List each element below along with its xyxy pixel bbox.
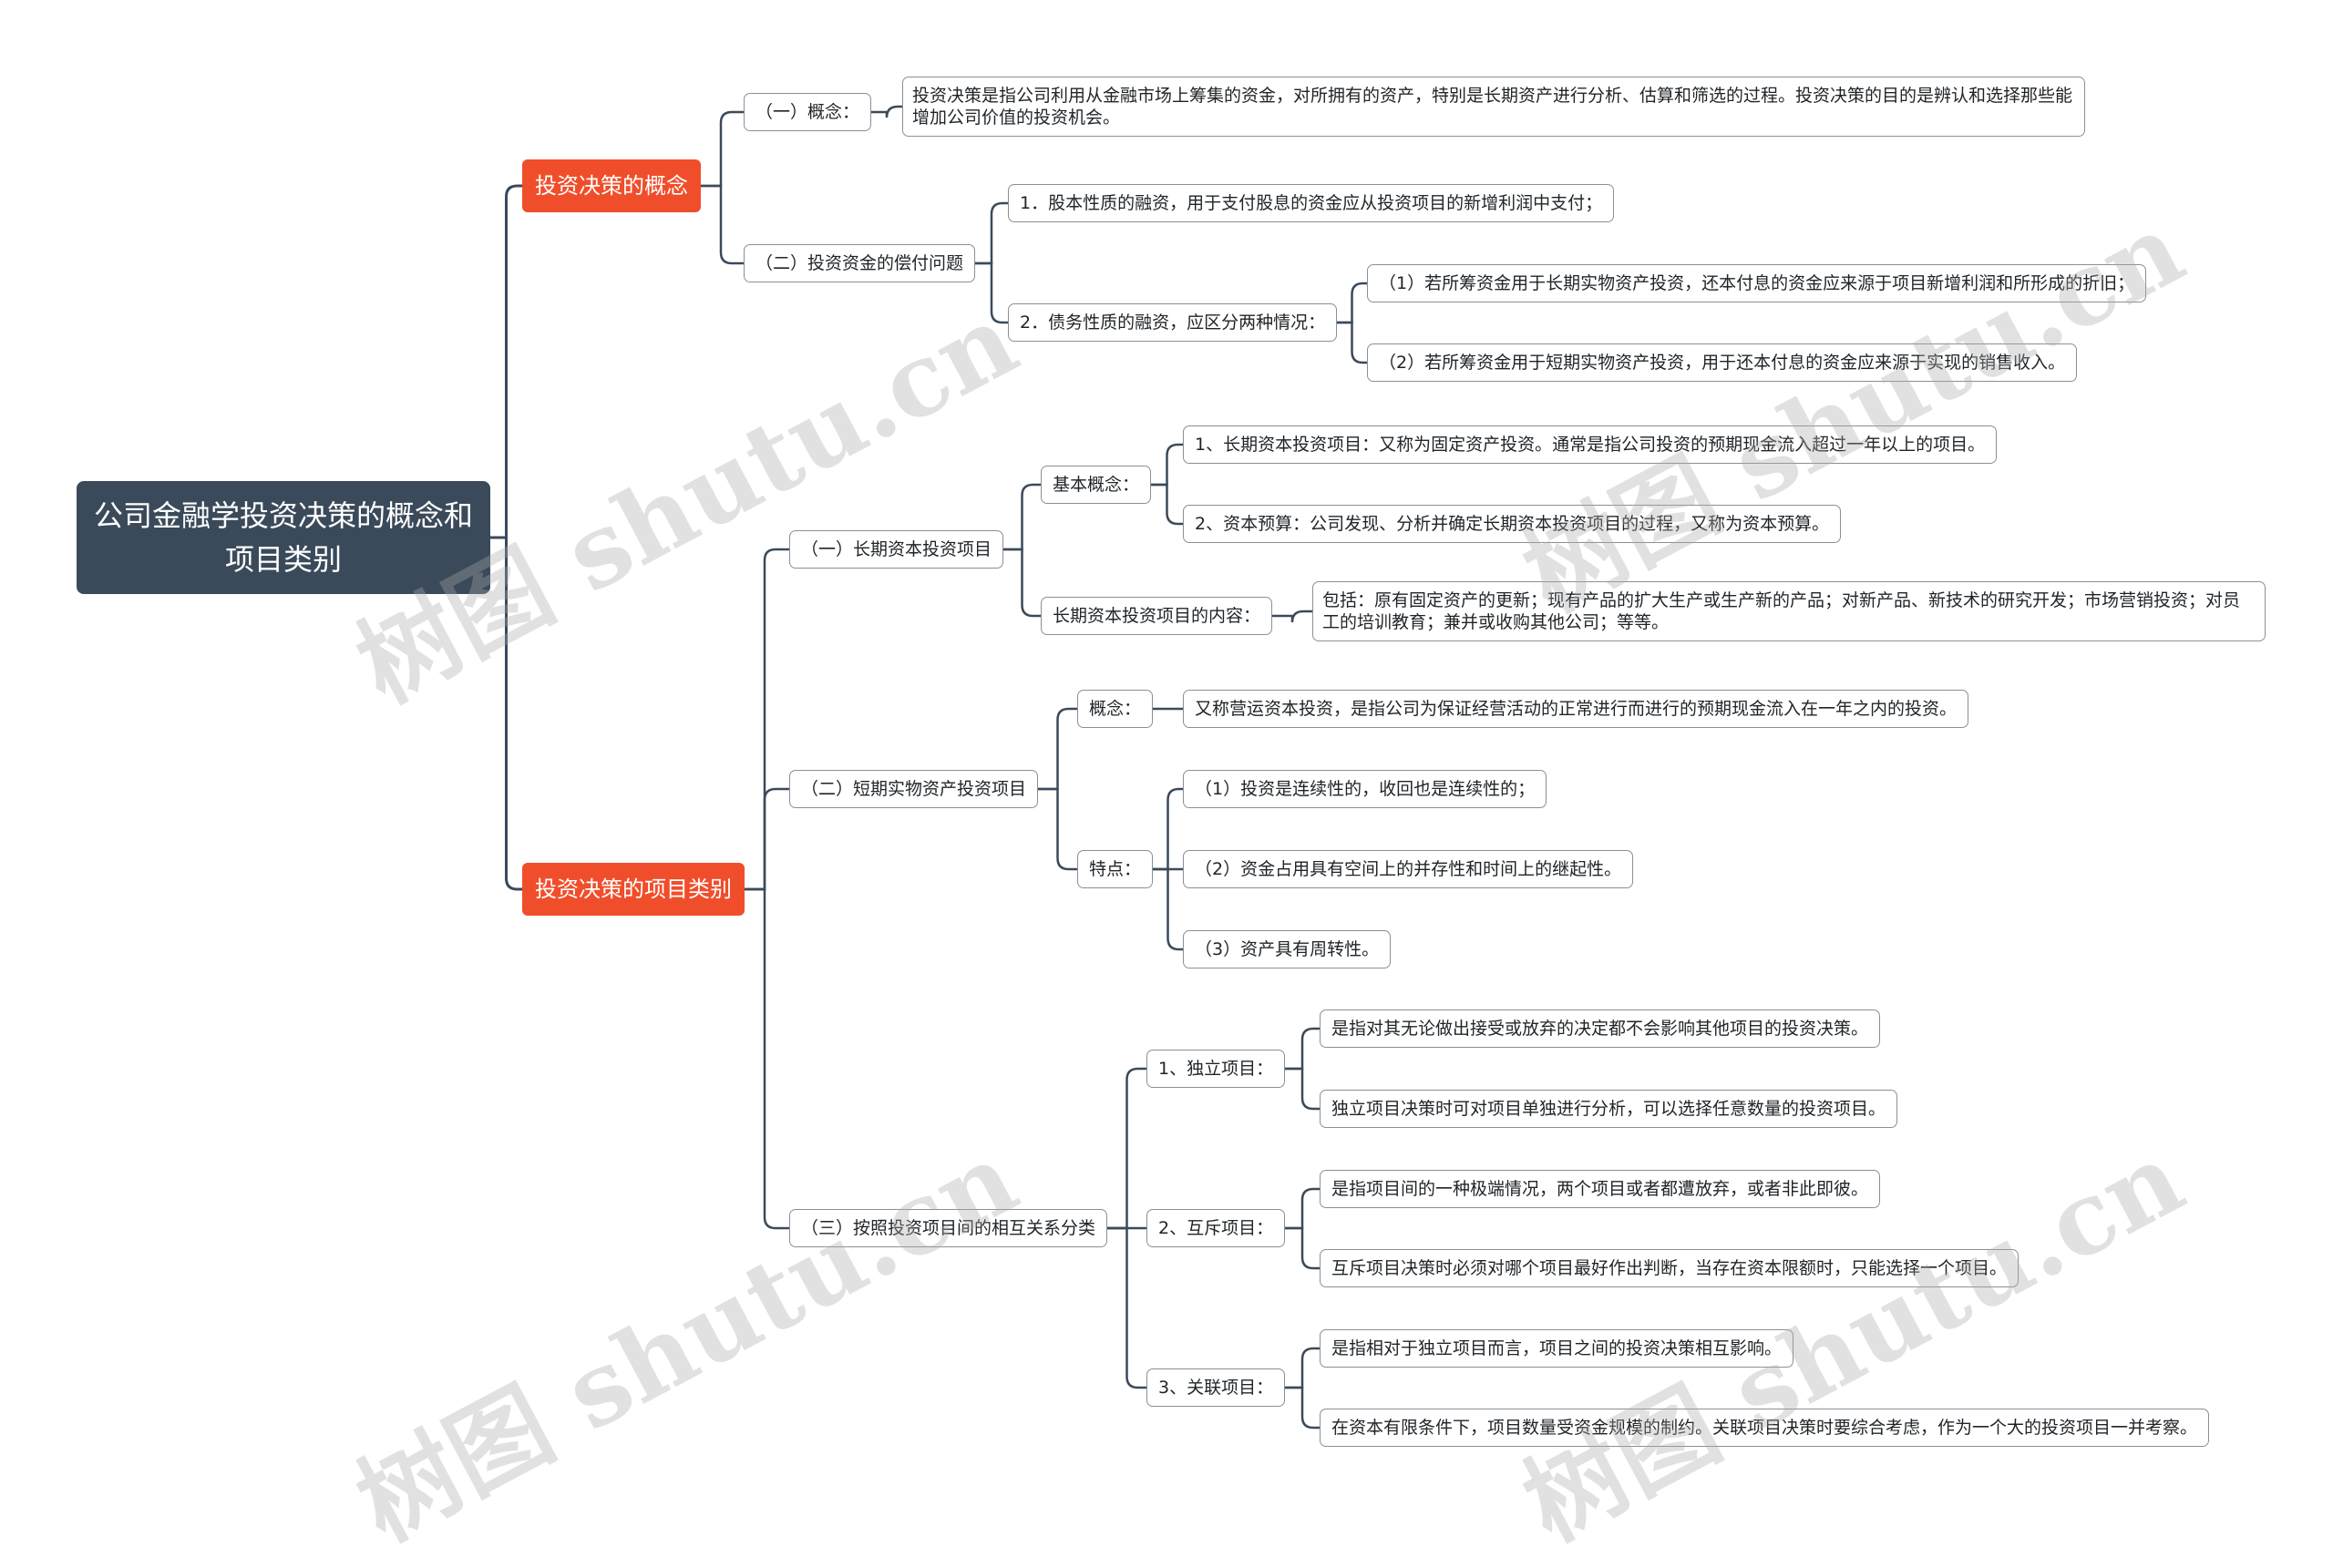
feature-item[interactable]: （1）投资是连续性的，收回也是连续性的； — [1183, 770, 1547, 808]
root-topic[interactable]: 公司金融学投资决策的概念和项目类别 — [77, 481, 490, 594]
relation-classification-node[interactable]: （三）按照投资项目间的相互关系分类 — [789, 1209, 1108, 1247]
connector-line — [699, 184, 745, 265]
node-label: 互斥项目决策时必须对哪个项目最好作出判断，当存在资本限额时，只能选择一个项目。 — [1331, 1258, 2008, 1278]
connector-line — [973, 201, 1010, 265]
related-project-node[interactable]: 3、关联项目： — [1146, 1368, 1286, 1407]
longterm-project-node[interactable]: （一）长期资本投资项目 — [789, 530, 1004, 569]
shortterm-concept-text[interactable]: 又称营运资本投资，是指公司为保证经营活动的正常进行而进行的预期现金流入在一年之内… — [1183, 690, 1969, 728]
node-label: 概念： — [1089, 699, 1142, 719]
longterm-definition-node[interactable]: 1、长期资本投资项目：又称为固定资产投资。通常是指公司投资的预期现金流入超过一年… — [1183, 425, 1998, 464]
feature-item[interactable]: （2）资金占用具有空间上的并存性和时间上的继起性。 — [1183, 850, 1634, 888]
connector-line — [1002, 548, 1043, 618]
node-label: 又称营运资本投资，是指公司为保证经营活动的正常进行而进行的预期现金流入在一年之内… — [1195, 699, 1958, 719]
node-label: 1．股本性质的融资，用于支付股息的资金应从投资项目的新增利润中支付； — [1020, 193, 1603, 213]
node-label: 2、互斥项目： — [1158, 1218, 1274, 1238]
node-label: （一）概念： — [755, 102, 860, 122]
node-label: 1、独立项目： — [1158, 1059, 1274, 1079]
connector-line — [1002, 483, 1043, 551]
node-label: （1）若所筹资金用于长期实物资产投资，还本付息的资金应来源于项目新增利润和所形成… — [1379, 273, 2135, 293]
exclusive-item[interactable]: 是指项目间的一种极端情况，两个项目或者都遭放弃，或者非此即彼。 — [1320, 1170, 1881, 1208]
connector-line — [1283, 1386, 1321, 1430]
connector-line — [488, 536, 524, 891]
capital-budget-node[interactable]: 2、资本预算：公司发现、分析并确定长期资本投资项目的过程，又称为资本预算。 — [1183, 505, 1842, 543]
node-label: （二）投资资金的偿付问题 — [755, 253, 964, 273]
node-label: 3、关联项目： — [1158, 1378, 1274, 1398]
node-label: 在资本有限条件下，项目数量受资金规模的制约。关联项目决策时要综合考虑，作为一个大… — [1331, 1418, 2198, 1438]
equity-financing-node[interactable]: 1．股本性质的融资，用于支付股息的资金应从投资项目的新增利润中支付； — [1008, 184, 1615, 222]
connector-line — [1283, 1226, 1321, 1270]
branch-investment-concept[interactable]: 投资决策的概念 — [522, 159, 701, 212]
repayment-node[interactable]: （二）投资资金的偿付问题 — [744, 244, 976, 282]
node-label: （1）投资是连续性的，收回也是连续性的； — [1195, 779, 1536, 799]
node-label: （3）资产具有周转性。 — [1195, 939, 1380, 959]
exclusive-project-node[interactable]: 2、互斥项目： — [1146, 1209, 1286, 1247]
connector-line — [743, 548, 791, 891]
branch-label: 投资决策的项目类别 — [535, 876, 732, 902]
debt-financing-node[interactable]: 2．债务性质的融资，应区分两种情况： — [1008, 303, 1338, 342]
connector-line — [743, 787, 791, 891]
connector-line — [1270, 610, 1314, 623]
connector-line — [869, 105, 904, 118]
connector-line — [1036, 707, 1079, 791]
shortterm-concept-node[interactable]: 概念： — [1077, 690, 1154, 728]
node-label: 2、资本预算：公司发现、分析并确定长期资本投资项目的过程，又称为资本预算。 — [1195, 514, 1830, 534]
independent-item[interactable]: 是指对其无论做出接受或放弃的决定都不会影响其他项目的投资决策。 — [1320, 1009, 1881, 1048]
connector-lines — [488, 105, 1369, 1430]
connector-line — [1149, 443, 1185, 487]
independent-item[interactable]: 独立项目决策时可对项目单独进行分析，可以选择任意数量的投资项目。 — [1320, 1090, 1898, 1128]
exclusive-item[interactable]: 互斥项目决策时必须对哪个项目最好作出判断，当存在资本限额时，只能选择一个项目。 — [1320, 1249, 2020, 1287]
feature-item[interactable]: （3）资产具有周转性。 — [1183, 930, 1392, 968]
related-item[interactable]: 是指相对于独立项目而言，项目之间的投资决策相互影响。 — [1320, 1329, 1794, 1368]
connector-line — [1151, 787, 1185, 871]
node-label: 基本概念： — [1053, 475, 1140, 495]
connector-line — [1335, 282, 1369, 324]
node-label: 特点： — [1089, 859, 1142, 879]
independent-project-node[interactable]: 1、独立项目： — [1146, 1050, 1286, 1088]
shortterm-project-node[interactable]: （二）短期实物资产投资项目 — [789, 770, 1039, 808]
node-label: 是指相对于独立项目而言，项目之间的投资决策相互影响。 — [1331, 1338, 1783, 1358]
connector-line — [973, 261, 1010, 324]
node-label: （2）资金占用具有空间上的并存性和时间上的继起性。 — [1195, 859, 1622, 879]
debt-longterm-node[interactable]: （1）若所筹资金用于长期实物资产投资，还本付息的资金应来源于项目新增利润和所形成… — [1367, 264, 2147, 302]
node-label: （一）长期资本投资项目 — [801, 539, 992, 559]
node-label: 1、长期资本投资项目：又称为固定资产投资。通常是指公司投资的预期现金流入超过一年… — [1195, 435, 1986, 455]
concept-text[interactable]: 投资决策是指公司利用从金融市场上筹集的资金，对所拥有的资产，特别是长期资产进行分… — [902, 77, 2085, 137]
branch-project-categories[interactable]: 投资决策的项目类别 — [522, 863, 745, 916]
node-label: （2）若所筹资金用于短期实物资产投资，用于还本付息的资金应来源于实现的销售收入。 — [1379, 353, 2066, 373]
concept-node[interactable]: （一）概念： — [744, 93, 872, 131]
connector-line — [1283, 1347, 1321, 1389]
basic-concept-node[interactable]: 基本概念： — [1041, 466, 1152, 504]
connector-line — [699, 110, 745, 188]
connector-line — [1335, 321, 1369, 364]
node-label: 是指对其无论做出接受或放弃的决定都不会影响其他项目的投资决策。 — [1331, 1019, 1869, 1039]
node-label: 2．债务性质的融资，应区分两种情况： — [1020, 313, 1326, 333]
connector-line — [1036, 787, 1079, 871]
related-item[interactable]: 在资本有限条件下，项目数量受资金规模的制约。关联项目决策时要综合考虑，作为一个大… — [1320, 1409, 2210, 1447]
connector-line — [1105, 1067, 1148, 1230]
longterm-content-node[interactable]: 长期资本投资项目的内容： — [1041, 597, 1273, 635]
connector-line — [1283, 1067, 1321, 1111]
connector-line — [1283, 1027, 1321, 1071]
connector-line — [1105, 1226, 1148, 1389]
node-label: （三）按照投资项目间的相互关系分类 — [801, 1218, 1096, 1238]
connector-line — [1283, 1187, 1321, 1230]
connector-line — [1149, 483, 1185, 526]
node-label: 包括：原有固定资产的更新；现有产品的扩大生产或生产新的产品；对新产品、新技术的研… — [1322, 590, 2241, 632]
branch-label: 投资决策的概念 — [535, 173, 688, 199]
node-label: 长期资本投资项目的内容： — [1053, 606, 1261, 626]
root-title: 公司金融学投资决策的概念和项目类别 — [93, 498, 473, 577]
node-label: 投资决策是指公司利用从金融市场上筹集的资金，对所拥有的资产，特别是长期资产进行分… — [912, 86, 2073, 128]
debt-shortterm-node[interactable]: （2）若所筹资金用于短期实物资产投资，用于还本付息的资金应来源于实现的销售收入。 — [1367, 343, 2078, 382]
connector-line — [1151, 867, 1185, 951]
connector-line — [743, 887, 791, 1230]
node-label: 独立项目决策时可对项目单独进行分析，可以选择任意数量的投资项目。 — [1331, 1099, 1886, 1119]
connector-line — [488, 184, 524, 539]
node-label: 是指项目间的一种极端情况，两个项目或者都遭放弃，或者非此即彼。 — [1331, 1179, 1869, 1199]
features-node[interactable]: 特点： — [1077, 850, 1154, 888]
node-label: （二）短期实物资产投资项目 — [801, 779, 1027, 799]
longterm-content-text[interactable]: 包括：原有固定资产的更新；现有产品的扩大生产或生产新的产品；对新产品、新技术的研… — [1312, 581, 2266, 641]
